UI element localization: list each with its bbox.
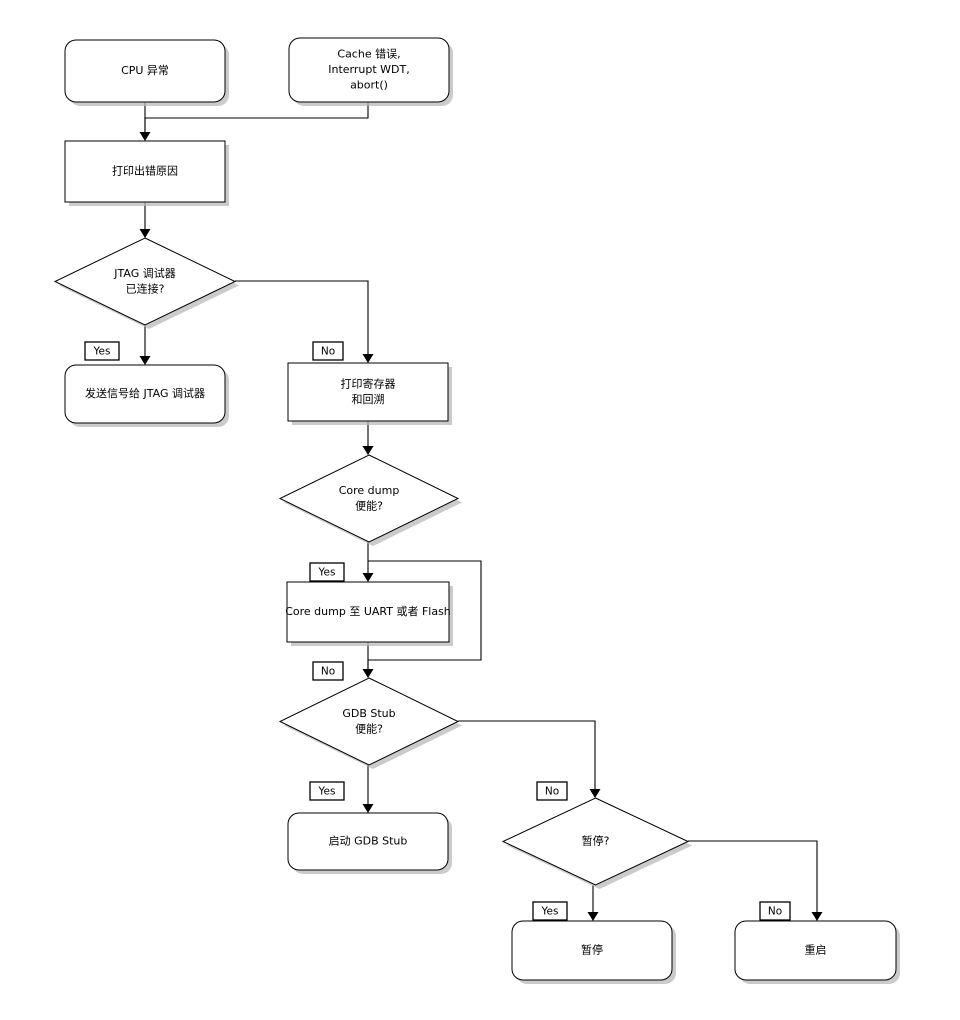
edge-label-text: Yes: [318, 567, 336, 579]
node-cache-error: Cache 错误, Interrupt WDT, abort(): [288, 37, 453, 106]
node-halt: 暂停: [511, 920, 676, 984]
node-shape: [288, 37, 450, 103]
node-label: 打印寄存器: [341, 376, 396, 390]
arrow-head-icon: [362, 804, 374, 813]
edge-label-text: No: [321, 666, 335, 678]
node-label: 暂停: [581, 943, 603, 957]
node-label: Cache 错误,: [337, 47, 400, 61]
node-reboot: 重启: [734, 920, 900, 984]
node-shape: [287, 362, 449, 422]
node-label: CPU 异常: [121, 64, 169, 77]
arrow-head-icon: [139, 356, 151, 365]
node-shape: [734, 920, 897, 981]
node-print-error-cause: 打印出错原因: [64, 140, 229, 206]
arrow-head-icon: [589, 789, 601, 798]
node-cpu-exception: CPU 异常: [64, 39, 229, 106]
node-label: Interrupt WDT,: [328, 63, 409, 76]
node-shape: [286, 581, 450, 643]
node-shape: [278, 454, 460, 543]
edge-label-box: [532, 901, 568, 921]
arrow-head-icon: [587, 912, 599, 921]
edge-label-text: Yes: [541, 906, 559, 918]
node-label: 发送信号给 JTAG 调试器: [85, 386, 205, 400]
arrow-head-icon: [811, 912, 823, 921]
edge-label-text: Yes: [318, 786, 336, 798]
node-shape: [64, 364, 226, 424]
node-label: 重启: [805, 943, 827, 957]
edge-layer: [139, 102, 823, 921]
node-label: 已连接?: [126, 282, 165, 295]
edge-label-box: [312, 661, 344, 681]
label-halt-yes: Yes: [532, 901, 568, 921]
label-gdb-yes: Yes: [309, 781, 345, 801]
edge-printreg-to-coredump: [362, 421, 374, 455]
node-send-signal-jtag: 发送信号给 JTAG 调试器: [64, 364, 229, 427]
node-shape: [287, 812, 449, 871]
edge-label-box: [84, 341, 120, 361]
edge-label-box: [312, 341, 344, 361]
edge-halt-no: [688, 840, 823, 921]
arrow-head-icon: [362, 669, 374, 678]
node-shape: [278, 677, 460, 766]
edge-coredump-yes: [362, 542, 374, 582]
edge-label-text: No: [545, 786, 559, 798]
arrow-head-icon: [362, 573, 374, 582]
label-coredump-yes: Yes: [309, 562, 345, 582]
edge-label-text: No: [768, 906, 782, 918]
node-shape: [64, 39, 226, 103]
label-gdb-no: No: [536, 781, 568, 801]
arrow-head-icon: [139, 132, 151, 141]
edge-jtag-no: [235, 280, 374, 363]
node-label: GDB Stub: [342, 707, 395, 720]
node-label: 打印出错原因: [112, 164, 178, 178]
edge-label-box: [759, 901, 791, 921]
node-start-gdb-stub: 启动 GDB Stub: [287, 812, 452, 874]
edge-halt-yes: [587, 885, 599, 921]
arrow-head-icon: [362, 354, 374, 363]
node-label: 暂停?: [582, 834, 610, 848]
node-label: abort(): [350, 79, 388, 92]
node-layer: CPU 异常 Cache 错误, Interrupt WDT, abort() 打印出错…: [53, 37, 900, 984]
edge-gdb-no: [458, 720, 601, 798]
edge-gdb-yes: [362, 765, 374, 813]
edge-label-box: [309, 781, 345, 801]
node-halt-question: 暂停?: [501, 797, 692, 889]
node-label: Core dump 至 UART 或者 Flash: [285, 605, 451, 618]
edge-label-text: Yes: [93, 346, 111, 358]
edge-label-box: [536, 781, 568, 801]
edge-label-text: No: [321, 346, 335, 358]
node-label: Core dump: [339, 484, 400, 497]
node-shape: [64, 140, 226, 203]
node-shape: [53, 237, 237, 326]
arrow-head-icon: [362, 446, 374, 455]
node-label: 便能?: [355, 721, 383, 735]
node-label: JTAG 调试器: [113, 267, 175, 280]
node-label: 和回溯: [352, 393, 385, 406]
node-label: 便能?: [355, 498, 383, 512]
edge-print-to-jtag: [139, 202, 151, 238]
label-jtag-no: No: [312, 341, 344, 361]
edge-label-box: [309, 562, 345, 582]
node-shape: [511, 920, 673, 981]
label-jtag-yes: Yes: [84, 341, 120, 361]
label-halt-no: No: [759, 901, 791, 921]
node-label: 启动 GDB Stub: [329, 835, 408, 848]
node-shape: [501, 797, 690, 886]
edge-cache-to-print: [144, 102, 369, 136]
edge-jtag-yes: [139, 325, 151, 365]
label-coredump-no: No: [312, 661, 344, 681]
arrow-head-icon: [139, 229, 151, 238]
node-core-dump-to-uart-flash: Core dump 至 UART 或者 Flash: [285, 581, 453, 646]
